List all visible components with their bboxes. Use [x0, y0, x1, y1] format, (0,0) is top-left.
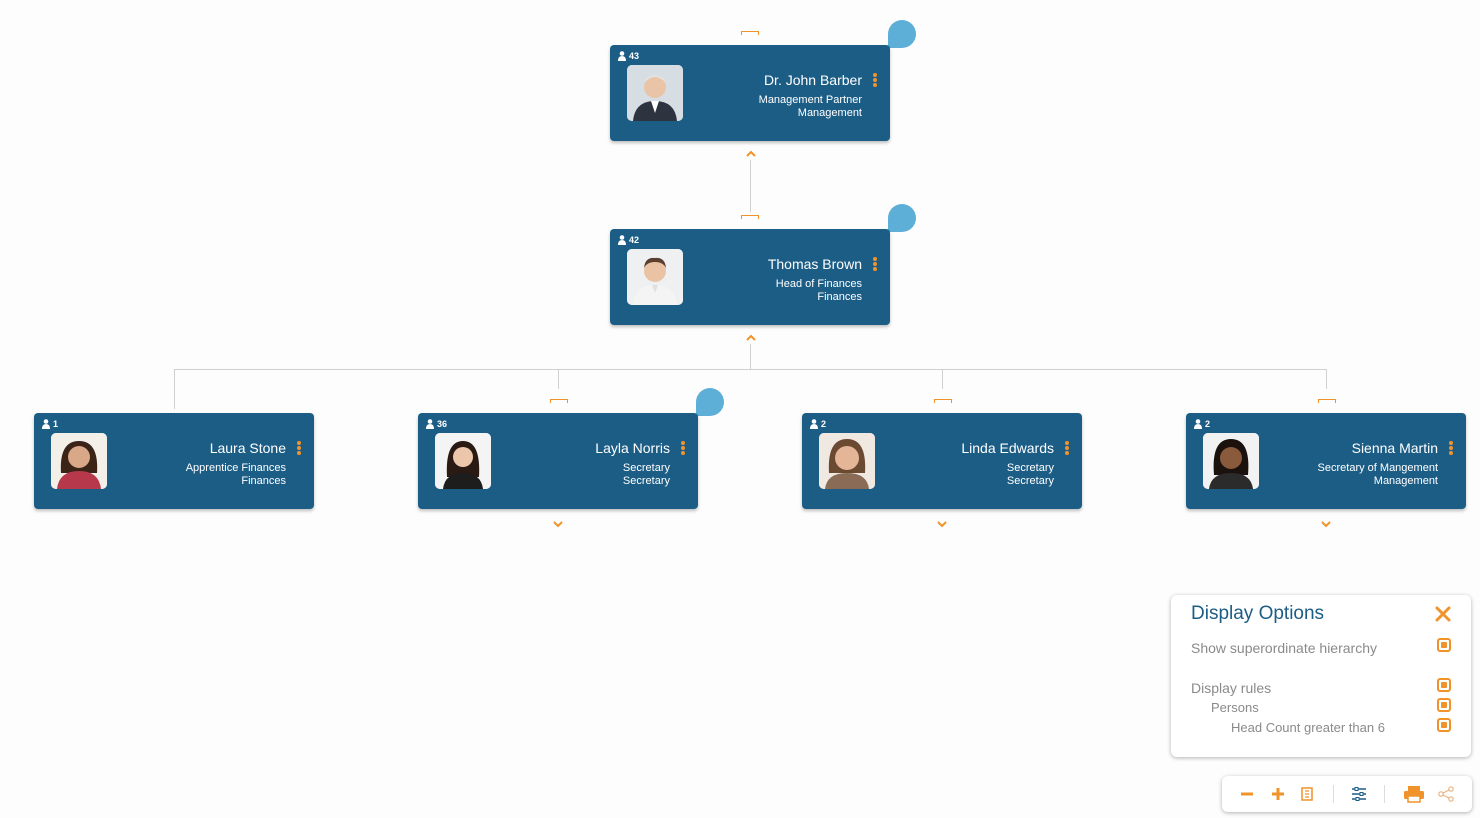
close-icon[interactable]	[1434, 605, 1452, 623]
expand-stub-john[interactable]	[741, 31, 759, 35]
person-icon	[618, 51, 626, 61]
settings-sliders-icon[interactable]	[1350, 785, 1368, 803]
org-card-linda-edwards[interactable]: 2 Linda Edwards Secretary Secretary	[802, 413, 1082, 509]
person-icon	[618, 235, 626, 245]
person-department: Finances	[817, 291, 862, 303]
person-department: Finances	[241, 475, 286, 487]
collapse-up-chevron-icon[interactable]	[745, 334, 757, 342]
more-options-icon[interactable]	[1065, 441, 1069, 455]
person-icon	[1194, 419, 1202, 429]
head-count: 36	[426, 419, 447, 429]
org-card-sienna-martin[interactable]: 2 Sienna Martin Secretary of Mangement M…	[1186, 413, 1466, 509]
toolbar-divider	[1384, 785, 1385, 803]
person-department: Secretary	[622, 475, 670, 487]
more-options-icon[interactable]	[681, 441, 685, 455]
avatar	[819, 433, 875, 489]
person-role: Secretary	[622, 462, 670, 474]
expand-stub-linda[interactable]	[934, 399, 952, 403]
comment-bubble-layla[interactable]	[696, 388, 724, 416]
panel-title: Display Options	[1191, 603, 1325, 624]
person-icon	[426, 419, 434, 429]
zoom-in-icon[interactable]	[1269, 785, 1287, 803]
option-head-count-greater-than-6: Head Count greater than 6	[1231, 720, 1385, 735]
person-icon	[42, 419, 50, 429]
expand-down-chevron-icon[interactable]	[936, 520, 948, 528]
avatar	[627, 65, 683, 121]
head-count: 2	[1194, 419, 1210, 429]
person-name: Thomas Brown	[767, 256, 862, 272]
person-name: Layla Norris	[595, 440, 670, 456]
org-card-laura-stone[interactable]: 1 Laura Stone Apprentice Finances Financ…	[34, 413, 314, 509]
checkbox-show-superordinate-hierarchy[interactable]	[1437, 638, 1451, 652]
expand-down-chevron-icon[interactable]	[1320, 520, 1332, 528]
print-icon[interactable]	[1403, 785, 1425, 803]
connector-horizontal	[174, 369, 1327, 370]
checkbox-persons[interactable]	[1437, 698, 1451, 712]
person-role: Management Partner	[758, 94, 862, 106]
avatar	[627, 249, 683, 305]
person-department: Secretary	[1006, 475, 1054, 487]
org-card-john-barber[interactable]: 43 Dr. John Barber Management Partner Ma…	[610, 45, 890, 141]
connector-thomas-down	[750, 344, 751, 370]
head-count: 42	[618, 235, 639, 245]
person-name: Dr. John Barber	[763, 72, 862, 88]
checkbox-display-rules[interactable]	[1437, 678, 1451, 692]
share-icon[interactable]	[1437, 785, 1455, 803]
connector-linda	[942, 369, 943, 389]
more-options-icon[interactable]	[873, 73, 877, 87]
person-role: Head of Finances	[775, 278, 862, 290]
fit-screen-icon[interactable]	[1298, 785, 1316, 803]
avatar	[435, 433, 491, 489]
comment-bubble-john[interactable]	[888, 20, 916, 48]
head-count: 43	[618, 51, 639, 61]
option-display-rules: Display rules	[1191, 680, 1272, 696]
person-department: Management	[797, 107, 862, 119]
person-icon	[810, 419, 818, 429]
person-role: Secretary of Mangement	[1317, 462, 1438, 474]
expand-down-chevron-icon[interactable]	[552, 520, 564, 528]
person-name: Linda Edwards	[961, 440, 1054, 456]
head-count: 1	[42, 419, 58, 429]
connector-john-thomas	[750, 160, 751, 212]
connector-layla	[558, 369, 559, 389]
expand-stub-sienna[interactable]	[1318, 399, 1336, 403]
comment-bubble-thomas[interactable]	[888, 204, 916, 232]
expand-stub-layla[interactable]	[550, 399, 568, 403]
person-role: Secretary	[1006, 462, 1054, 474]
more-options-icon[interactable]	[1449, 441, 1453, 455]
person-role: Apprentice Finances	[185, 462, 286, 474]
person-name: Laura Stone	[209, 440, 286, 456]
zoom-toolbar	[1222, 776, 1472, 812]
collapse-up-chevron-icon[interactable]	[745, 150, 757, 158]
connector-laura	[174, 369, 175, 409]
checkbox-head-count-greater-than-6[interactable]	[1437, 718, 1451, 732]
avatar	[1203, 433, 1259, 489]
more-options-icon[interactable]	[873, 257, 877, 271]
expand-stub-thomas[interactable]	[741, 215, 759, 219]
option-persons: Persons	[1211, 700, 1259, 715]
avatar	[51, 433, 107, 489]
org-card-layla-norris[interactable]: 36 Layla Norris Secretary Secretary	[418, 413, 698, 509]
head-count: 2	[810, 419, 826, 429]
option-show-superordinate-hierarchy: Show superordinate hierarchy	[1191, 640, 1377, 656]
person-name: Sienna Martin	[1351, 440, 1438, 456]
zoom-out-icon[interactable]	[1238, 785, 1256, 803]
more-options-icon[interactable]	[297, 441, 301, 455]
org-card-thomas-brown[interactable]: 42 Thomas Brown Head of Finances Finance…	[610, 229, 890, 325]
person-department: Management	[1373, 475, 1438, 487]
toolbar-divider	[1333, 785, 1334, 803]
display-options-panel: Display Options Show superordinate hiera…	[1171, 595, 1471, 757]
connector-sienna	[1326, 369, 1327, 389]
